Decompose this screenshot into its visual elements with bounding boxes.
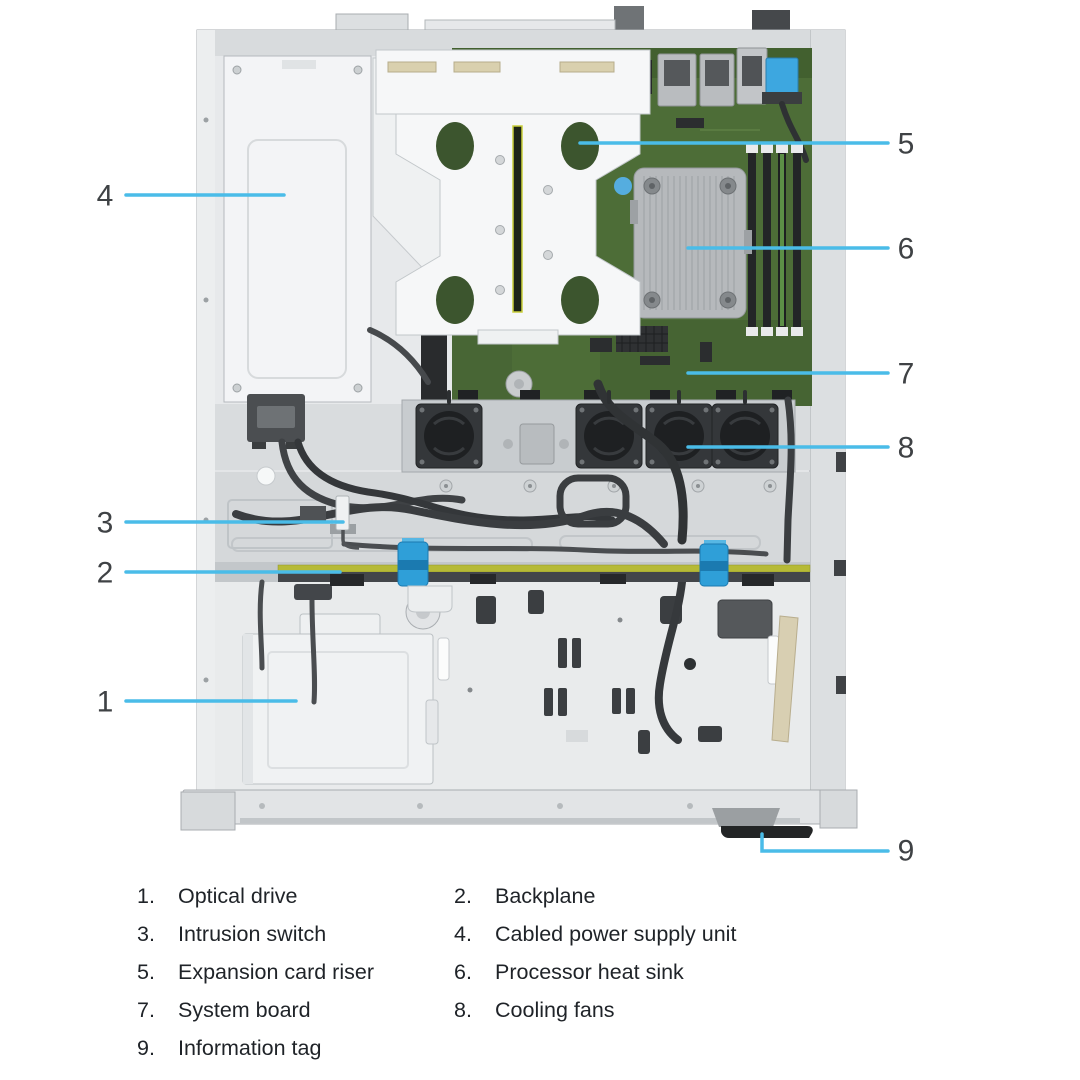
processor-heat-sink (614, 167, 752, 319)
blue-connector (762, 57, 809, 163)
legend-label: System board (178, 997, 311, 1022)
callout-number-5: 5 (898, 128, 915, 161)
intrusion-switch (300, 495, 360, 550)
callout-number-8: 8 (898, 432, 915, 465)
callout-number-4: 4 (97, 180, 114, 213)
legend-label: Expansion card riser (178, 959, 374, 984)
riser-slot (512, 125, 523, 313)
legend-item-8: 8. Cooling fans (454, 991, 937, 1029)
callout-number-1: 1 (97, 686, 114, 719)
legend-label: Cabled power supply unit (495, 922, 737, 947)
backplane (277, 538, 811, 613)
callout-number-9: 9 (898, 835, 915, 868)
legend-item-1: 1. Optical drive (137, 878, 454, 916)
legend-num: 1. (137, 884, 155, 909)
ribbon-cable (771, 615, 799, 743)
backplane-latch-right (699, 540, 729, 587)
legend-item-9: 9. Information tag (137, 1029, 454, 1067)
legend-label: Processor heat sink (495, 959, 684, 984)
information-tag (712, 808, 813, 838)
legend-item-3: 3. Intrusion switch (137, 916, 454, 954)
optical-drive (242, 613, 439, 785)
callout-number-6: 6 (898, 233, 915, 266)
fan-2 (575, 403, 643, 469)
blue-touchpoint (614, 177, 632, 195)
callout-number-3: 3 (97, 507, 114, 540)
legend-num: 7. (137, 997, 155, 1022)
legend-label: Backplane (495, 884, 596, 909)
heatsink-screws (643, 177, 737, 309)
legend-item-6: 6. Processor heat sink (454, 954, 937, 992)
legend-item-2: 2. Backplane (454, 878, 937, 916)
legend-item-7: 7. System board (137, 991, 454, 1029)
callout-number-2: 2 (97, 557, 114, 590)
legend-num: 2. (454, 884, 472, 909)
tray-screws (439, 479, 777, 493)
callout-lines (124, 141, 890, 853)
legend-num: 8. (454, 997, 472, 1022)
callout-line-9 (760, 832, 890, 853)
legend-item-4: 4. Cabled power supply unit (454, 916, 937, 954)
front-panel (180, 789, 858, 838)
fan-3 (645, 403, 713, 469)
legend-num: 9. (137, 1035, 155, 1060)
drive-cable-connector (294, 584, 332, 600)
legend-num: 3. (137, 922, 155, 947)
legend-num: 4. (454, 922, 472, 947)
callouts: 4 3 2 1 5 6 7 8 9 (97, 128, 915, 868)
legend-item-5: 5. Expansion card riser (137, 954, 454, 992)
legend-label: Intrusion switch (178, 922, 327, 947)
fan-1 (415, 403, 483, 469)
cooling-fans (401, 399, 796, 493)
legend-num: 6. (454, 959, 472, 984)
backplane-latch-left (397, 538, 453, 613)
legend-label: Information tag (178, 1035, 322, 1060)
callout-number-7: 7 (898, 358, 915, 391)
expansion-card-riser (375, 49, 651, 345)
fan-4 (711, 403, 779, 469)
psu-fan-connector (247, 394, 305, 449)
legend-num: 5. (137, 959, 155, 984)
power-supply-unit (223, 55, 372, 449)
legend-label: Optical drive (178, 884, 298, 909)
legend: 1. Optical drive 2. Backplane 3. Intrusi… (137, 878, 937, 1067)
legend-label: Cooling fans (495, 997, 615, 1022)
